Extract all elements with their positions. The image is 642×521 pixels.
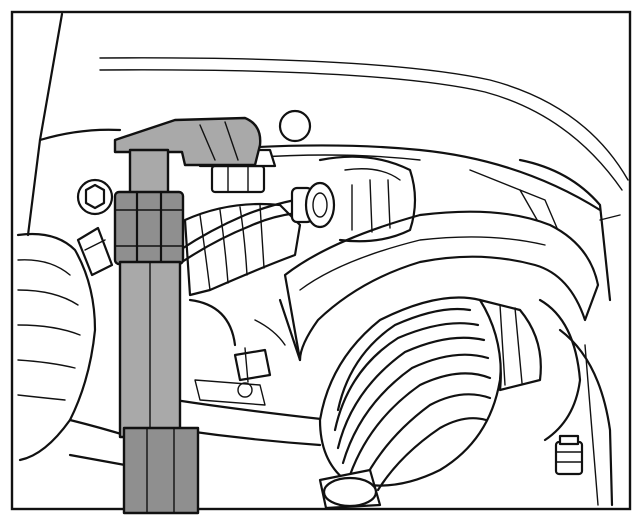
- right-bellows-boot: [318, 296, 542, 510]
- bolt-lower-right: [554, 434, 584, 476]
- left-boot: [16, 232, 97, 462]
- steering-rack: [178, 155, 417, 297]
- special-tool: [113, 116, 262, 515]
- bolt-left: [76, 178, 114, 216]
- small-fittings: [188, 298, 302, 383]
- left-clip: [76, 226, 114, 277]
- background-structure: [16, 12, 629, 507]
- upper-hose: [283, 210, 600, 362]
